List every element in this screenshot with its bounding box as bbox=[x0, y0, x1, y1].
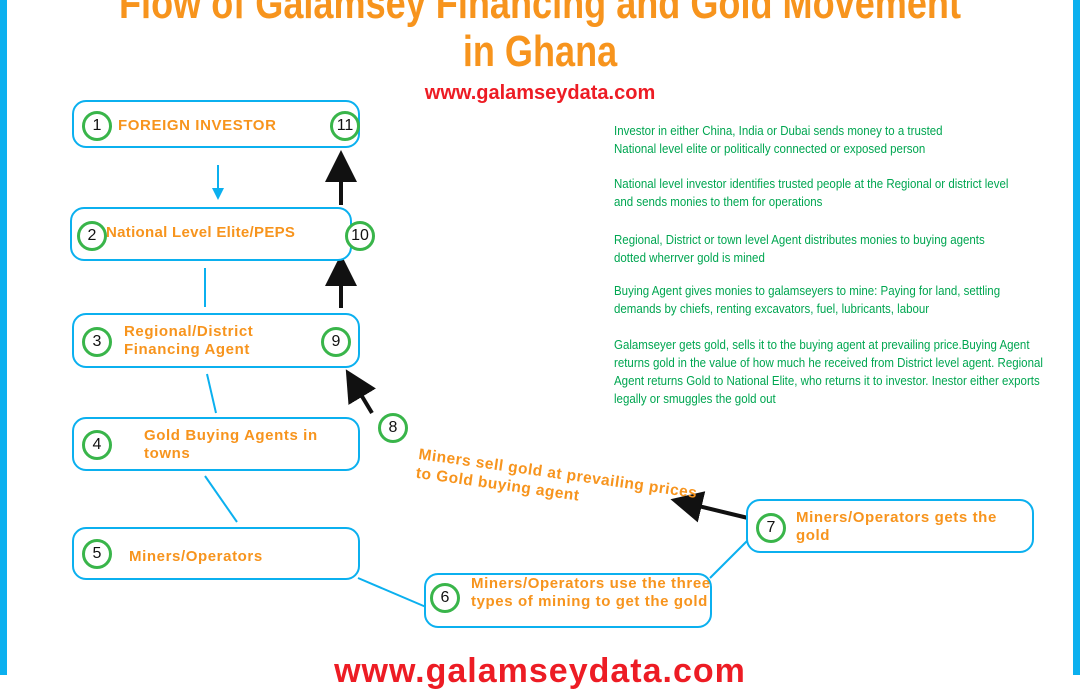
node-mining-methods: 6 Miners/Operators use the three types o… bbox=[424, 573, 712, 628]
node-label: Miners/Operators use the three types of … bbox=[471, 575, 711, 610]
note-step-2: National level investor identifies trust… bbox=[614, 177, 1009, 209]
node-gets-gold: 7 Miners/Operators gets the gold bbox=[746, 499, 1034, 553]
connector-6-7 bbox=[709, 537, 751, 579]
website-bottom: www.galamseydata.com bbox=[334, 652, 746, 690]
note-step-4: Buying Agent gives monies to galamseyers… bbox=[614, 284, 1001, 316]
connector-lines bbox=[204, 150, 751, 608]
step-number-9: 9 bbox=[321, 327, 351, 357]
node-miners: 5 Miners/Operators bbox=[72, 527, 360, 580]
node-gold-buying-agents: 4 Gold Buying Agents in towns bbox=[72, 417, 360, 471]
title-line-2: in Ghana bbox=[462, 27, 618, 76]
note-step-3: Regional, District or town level Agent d… bbox=[614, 233, 985, 265]
node-label: FOREIGN INVESTOR bbox=[118, 117, 277, 134]
step-number-5: 5 bbox=[82, 539, 112, 569]
step-number-2: 2 bbox=[77, 221, 107, 251]
connector-3-4 bbox=[206, 373, 217, 414]
connector-4-5 bbox=[204, 475, 238, 523]
node-foreign-investor: 1 FOREIGN INVESTOR 11 bbox=[72, 100, 360, 148]
node-label: Miners/Operators gets the gold bbox=[796, 509, 997, 544]
frame-border-right bbox=[1073, 0, 1080, 675]
note-step-5: Galamseyer gets gold, sells it to the bu… bbox=[614, 338, 1043, 406]
step-number-4: 4 bbox=[82, 430, 112, 460]
node-label: National Level Elite/PEPS bbox=[106, 224, 296, 241]
connector-5-6 bbox=[357, 577, 427, 608]
arrow-8-9 bbox=[345, 369, 376, 415]
step-number-3: 3 bbox=[82, 327, 112, 357]
step-number-8: 8 bbox=[378, 413, 408, 443]
node-label: Regional/District Financing Agent bbox=[124, 323, 254, 358]
node-label: Miners/Operators bbox=[129, 548, 263, 565]
website-top: www.galamseydata.com bbox=[424, 82, 656, 104]
frame-border-left bbox=[0, 0, 7, 675]
node-national-elite: 2 National Level Elite/PEPS 10 bbox=[70, 207, 375, 261]
node-regional-agent: 3 Regional/District Financing Agent 9 bbox=[72, 313, 360, 368]
step-number-7: 7 bbox=[756, 513, 786, 543]
step-number-6: 6 bbox=[430, 583, 460, 613]
node-label: Gold Buying Agents in towns bbox=[144, 427, 318, 462]
step-number-10: 10 bbox=[345, 221, 375, 251]
note-step-1: Investor in either China, India or Dubai… bbox=[614, 124, 943, 156]
step-number-11: 11 bbox=[330, 111, 360, 141]
step-number-1: 1 bbox=[82, 111, 112, 141]
title-line-1: Flow of Galamsey Financing and Gold Move… bbox=[119, 0, 961, 28]
arrow-7-8 bbox=[670, 491, 749, 523]
